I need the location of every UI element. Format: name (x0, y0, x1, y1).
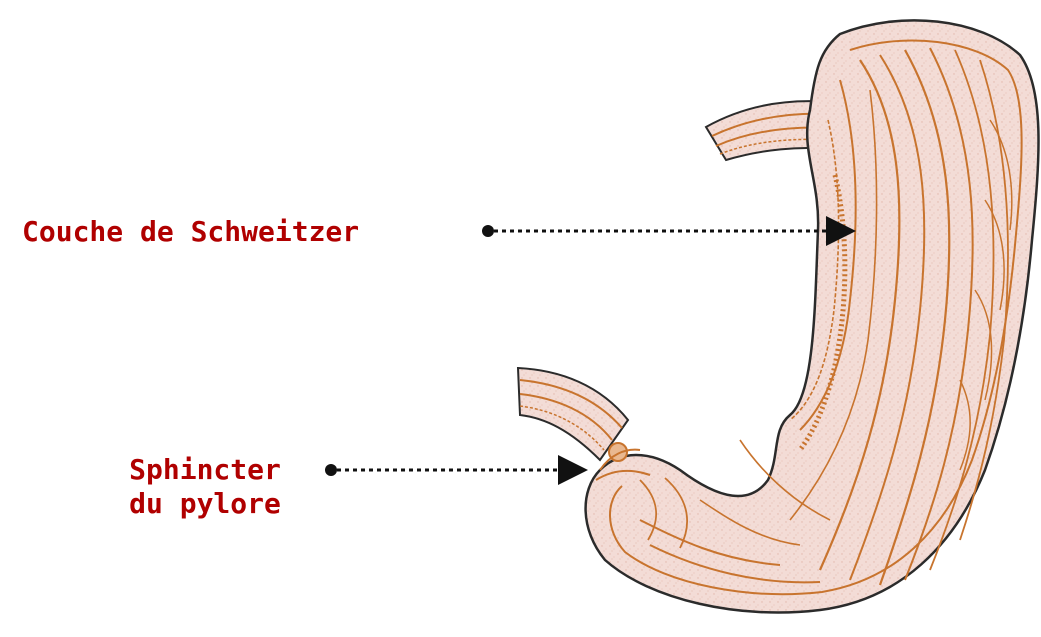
label-sphincter-line2: du pylore (100, 487, 310, 521)
pointer-schweitzer (482, 225, 850, 237)
pointer-sphincter (325, 464, 582, 476)
label-sphincter-du-pylore: Sphincter du pylore (100, 453, 310, 521)
label-couche-de-schweitzer: Couche de Schweitzer (22, 215, 359, 249)
stomach-body (586, 20, 1039, 612)
label-sphincter-line1: Sphincter (100, 453, 310, 487)
